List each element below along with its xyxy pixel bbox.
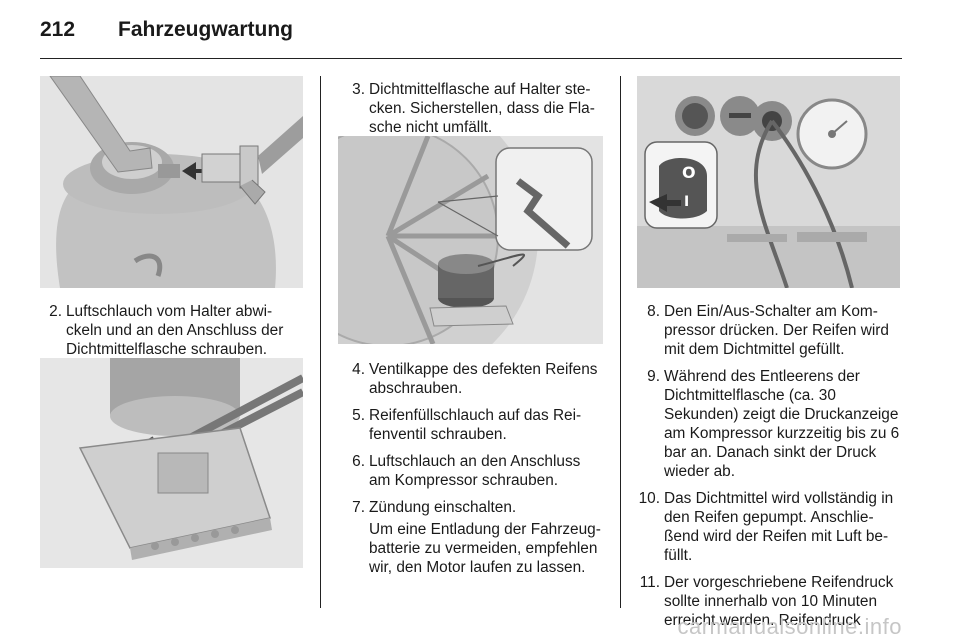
step-text: Dichtmittelflasche auf Halter ste­cken. …: [369, 81, 595, 136]
list-item: 5. Reifenfüllschlauch auf das Rei­fenven…: [343, 406, 605, 444]
step-number: 6.: [352, 453, 365, 470]
step-text: Den Ein/Aus-Schalter am Kom­pressor drüc…: [664, 303, 889, 358]
figure-compressor-switch: O I: [637, 76, 900, 288]
list-item: 4. Ventilkappe des defekten Reifens absc…: [343, 360, 605, 398]
list-item: 7. Zündung einschalten. Um eine Entladun…: [343, 498, 605, 577]
step-text: Reifenfüllschlauch auf das Rei­fenventil…: [369, 407, 582, 443]
list-item: 6. Luftschlauch an den Anschluss am Komp…: [343, 452, 605, 490]
step-number: 9.: [647, 368, 660, 385]
header-rule: [40, 58, 902, 59]
list-item: 2. Luftschlauch vom Halter abwi­ckeln un…: [40, 302, 302, 359]
list-item: 10. Das Dichtmittel wird vollständig in …: [638, 489, 902, 565]
steps-column-2: 4. Ventilkappe des defekten Reifens absc…: [343, 360, 605, 585]
switch-off-label: I: [684, 194, 689, 210]
step-number: 2.: [49, 303, 62, 320]
list-item: 9. Während des Entleerens der Dichtmitte…: [638, 367, 902, 481]
step-number: 11.: [639, 574, 660, 591]
step-number: 5.: [352, 407, 365, 424]
step-number: 10.: [638, 490, 660, 507]
figure-wheel-compressor: [338, 136, 603, 344]
list-item: 3. Dichtmittelflasche auf Halter ste­cke…: [343, 80, 605, 137]
steps-column-1: 2. Luftschlauch vom Halter abwi­ckeln un…: [40, 302, 302, 367]
step-text: Luftschlauch an den Anschluss am Kompres…: [369, 453, 581, 489]
step-text: Der vorgeschriebene Reifendruck sollte i…: [664, 574, 894, 629]
watermark: carmanualsonline.info: [677, 614, 902, 639]
step-number: 4.: [352, 361, 365, 378]
step-text: Das Dichtmittel wird vollständig in den …: [664, 490, 894, 564]
steps-column-2-top: 3. Dichtmittelflasche auf Halter ste­cke…: [343, 80, 605, 145]
steps-column-3: 8. Den Ein/Aus-Schalter am Kom­pressor d…: [638, 302, 902, 638]
figure-hose-to-bottle: [40, 76, 303, 288]
step-text: Zündung einschalten.: [369, 499, 517, 516]
list-item: 8. Den Ein/Aus-Schalter am Kom­pressor d…: [638, 302, 902, 359]
step-number: 7.: [352, 499, 365, 516]
column-divider-2: [620, 76, 621, 608]
figure-bottle-on-holder: [40, 358, 303, 568]
step-text: Ventilkappe des defekten Reifens abschra…: [369, 361, 598, 397]
step-text: Luftschlauch vom Halter abwi­ckeln und a…: [66, 303, 284, 358]
switch-on-label: O: [682, 163, 696, 182]
column-divider-1: [320, 76, 321, 608]
page-title: Fahrzeugwartung: [118, 18, 294, 41]
step-text: Während des Entleerens der Dichtmittelfl…: [664, 368, 900, 480]
page-header: 212 Fahrzeugwartung: [40, 18, 293, 42]
page-number: 212: [40, 18, 76, 41]
list-item: 11. Der vorgeschriebene Reifendruck soll…: [638, 573, 902, 630]
step-number: 3.: [352, 81, 365, 98]
step-number: 8.: [647, 303, 660, 320]
step-note: Um eine Entladung der Fahrzeug­batterie …: [369, 521, 601, 576]
